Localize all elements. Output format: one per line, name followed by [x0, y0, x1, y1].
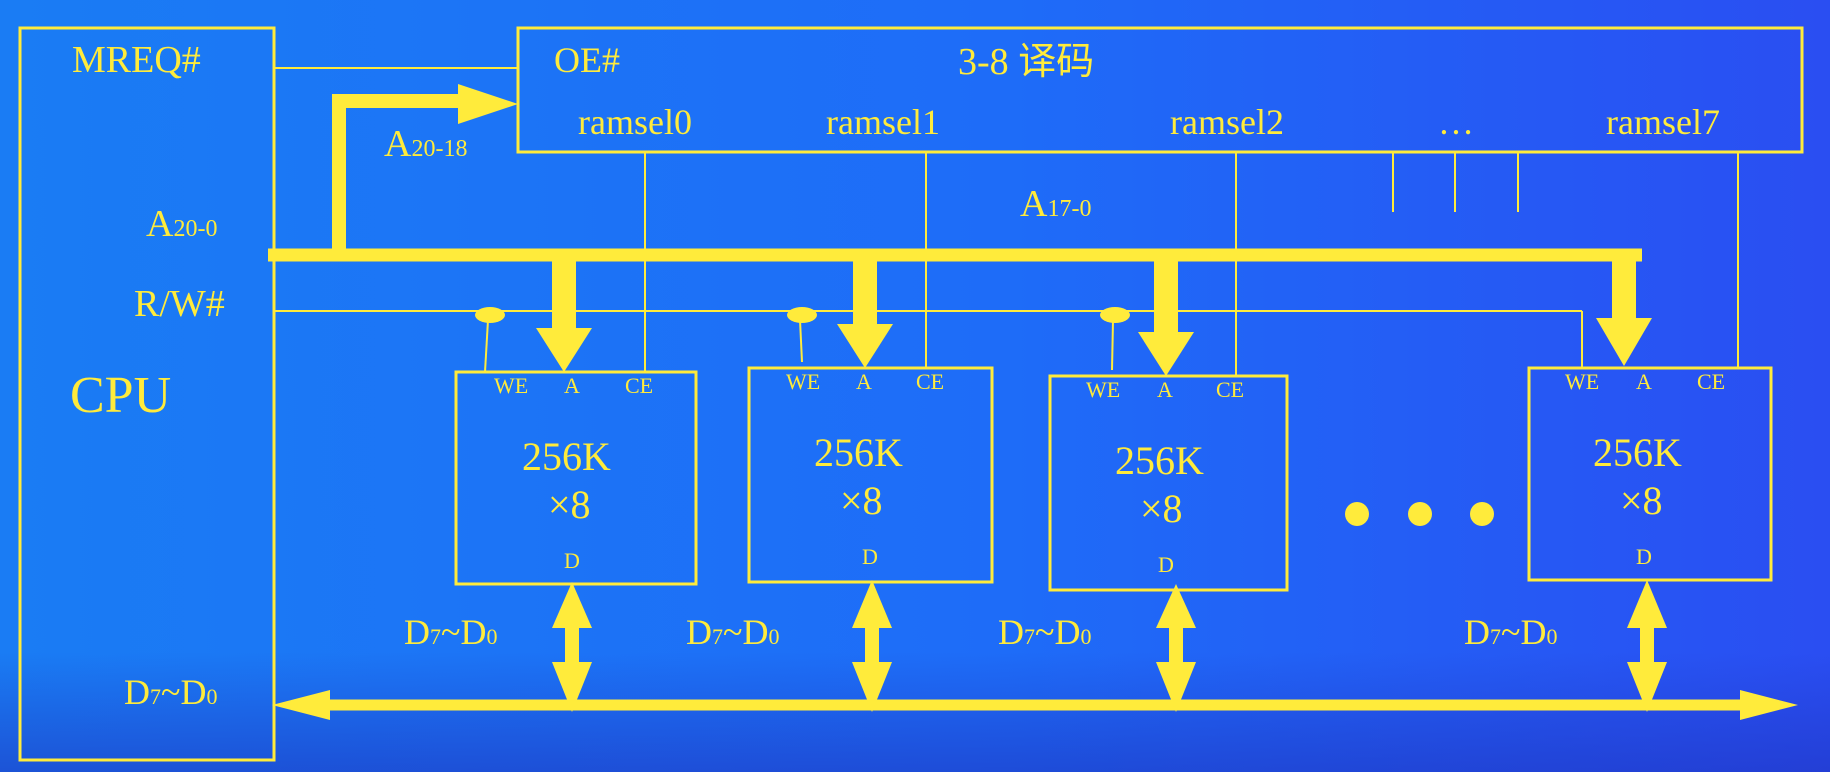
chip-1-a: A: [856, 369, 872, 394]
chip-7-we: WE: [1565, 369, 1599, 394]
chip-0-data-label: D7~D0: [404, 612, 497, 652]
chip-0-width: ×8: [548, 482, 591, 527]
chip-1-we-line: [799, 319, 803, 363]
ramsel-ellipsis: …: [1438, 102, 1474, 142]
chip-7-address-arrow: [1596, 318, 1652, 366]
chip-1-capacity: 256K: [814, 430, 903, 475]
cpu-block: [18, 26, 276, 762]
chip-2-capacity: 256K: [1115, 438, 1204, 483]
chip-0-we-junction: [475, 307, 505, 323]
chip-1-we-junction: [787, 307, 817, 323]
chip-2-d: D: [1158, 552, 1174, 577]
chip-7-data-label: D7~D0: [1464, 612, 1557, 652]
chip-7-a: A: [1636, 369, 1652, 394]
chip-7-data-arrow-down: [1627, 662, 1667, 712]
chip-2-ce: CE: [1216, 377, 1244, 402]
chip-7-box: [1527, 366, 1773, 582]
decoder-title: 3-8 译码: [958, 41, 1094, 83]
ram-chip-1: [747, 258, 994, 712]
data-bus-arrow-right: [1740, 690, 1798, 720]
chip-1-width: ×8: [840, 478, 883, 523]
chip-7-capacity: 256K: [1593, 430, 1682, 475]
ram-chip-2: [1048, 258, 1289, 712]
chip-7-d: D: [1636, 544, 1652, 569]
chip-2-data-arrow-down: [1156, 662, 1196, 712]
chip-1-data-arrow-up: [852, 580, 892, 628]
chip-0-capacity: 256K: [522, 434, 611, 479]
chip-0-data-arrow-up: [552, 582, 592, 628]
chip-0-d: D: [564, 548, 580, 573]
cpu-label: CPU: [70, 367, 171, 424]
chip-0-ce: CE: [625, 373, 653, 398]
low-address-label: A17-0: [1020, 183, 1091, 225]
high-address-arrow: [458, 84, 518, 124]
chip-0-box: [454, 370, 698, 586]
chip-2-address-arrow: [1138, 332, 1194, 376]
ram-chip-7: [1527, 250, 1773, 712]
rw-label: R/W#: [134, 283, 225, 325]
chip-1-address-arrow: [837, 324, 893, 368]
ramsel0-label: ramsel0: [578, 102, 692, 142]
ellipsis-dot-1: [1345, 502, 1369, 526]
chip-1-d: D: [862, 544, 878, 569]
chip-1-we: WE: [786, 369, 820, 394]
chip-0-we-line: [484, 319, 489, 373]
chip-1-ce: CE: [916, 369, 944, 394]
chip-7-data-arrow-up: [1627, 580, 1667, 628]
chip-1-data-arrow-down: [852, 662, 892, 712]
chip-2-a: A: [1157, 377, 1173, 402]
chip-0-we: WE: [494, 373, 528, 398]
oe-label: OE#: [554, 40, 620, 80]
ramsel1-label: ramsel1: [826, 102, 940, 142]
chip-2-we-line: [1111, 319, 1114, 371]
ramsel7-label: ramsel7: [1606, 102, 1720, 142]
ram-chip-0: [454, 258, 698, 712]
cpu-data-label: D7~D0: [124, 672, 217, 712]
chip-2-box: [1048, 374, 1289, 592]
ellipsis-dot-3: [1470, 502, 1494, 526]
data-bus-arrow-left: [272, 690, 330, 720]
ramsel2-label: ramsel2: [1170, 102, 1284, 142]
chip-7-ce: CE: [1697, 369, 1725, 394]
address-bus-label: A20-0: [146, 203, 217, 245]
chip-0-a: A: [564, 373, 580, 398]
chip-1-box: [747, 366, 994, 584]
chip-1-data-label: D7~D0: [686, 612, 779, 652]
chip-0-address-arrow: [536, 328, 592, 372]
chip-0-data-arrow-down: [552, 662, 592, 712]
chip-2-data-arrow-up: [1156, 584, 1196, 628]
chip-7-width: ×8: [1620, 478, 1663, 523]
chip-2-width: ×8: [1140, 486, 1183, 531]
high-address-label: A20-18: [384, 123, 467, 165]
mreq-label: MREQ#: [72, 39, 201, 81]
decoder-block: [516, 26, 1804, 154]
ellipsis-dot-2: [1408, 502, 1432, 526]
chip-2-we-junction: [1100, 307, 1130, 323]
chip-2-data-label: D7~D0: [998, 612, 1091, 652]
chip-2-we: WE: [1086, 377, 1120, 402]
